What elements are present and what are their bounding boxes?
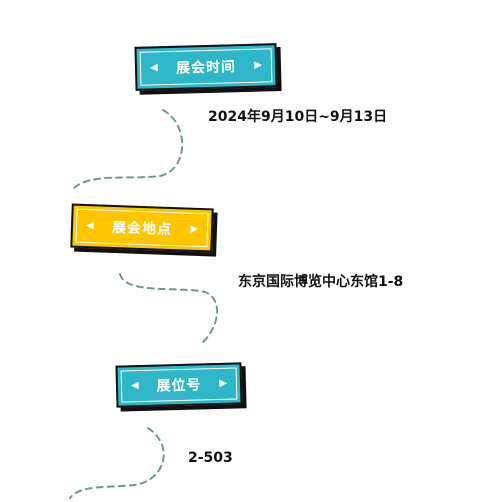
- booth-number-badge: ◀ 展位号 ▶: [115, 362, 243, 408]
- booth-number-label: 展位号: [156, 377, 202, 395]
- exhibition-location-value: 东京国际博览中心东馆1-8: [238, 274, 404, 290]
- booth-number-value: 2-503: [188, 450, 233, 466]
- exhibition-time-label: 展会时间: [175, 59, 237, 77]
- timeline-segment-2: [119, 273, 219, 346]
- left-arrow-icon: ◀: [85, 220, 94, 232]
- timeline-segment-3: [69, 427, 165, 499]
- timeline-segment-1: [71, 109, 184, 191]
- exhibition-time-value: 2024年9月10日~9月13日: [208, 109, 388, 125]
- exhibition-location-label: 展会地点: [111, 219, 173, 239]
- exhibition-time-badge: ◀ 展会时间 ▶: [134, 43, 278, 91]
- left-arrow-icon: ◀: [149, 62, 158, 74]
- right-arrow-icon: ▶: [219, 377, 228, 389]
- left-arrow-icon: ◀: [130, 380, 139, 392]
- right-arrow-icon: ▶: [254, 59, 263, 71]
- exhibition-location-badge: ◀ 展会地点 ▶: [70, 203, 214, 253]
- right-arrow-icon: ▶: [190, 223, 199, 235]
